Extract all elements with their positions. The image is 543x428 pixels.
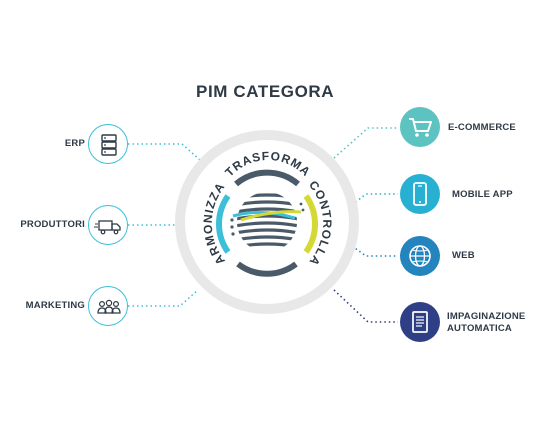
hub-arc-bottom bbox=[236, 261, 298, 277]
connector-mobile-app bbox=[351, 193, 398, 206]
node-label-marketing: MARKETING bbox=[25, 300, 85, 311]
connector-web bbox=[351, 245, 398, 257]
globe-icon bbox=[409, 245, 431, 267]
connector-impaginazione bbox=[333, 289, 398, 323]
node-mobile-app[interactable] bbox=[400, 174, 440, 214]
node-produttori[interactable] bbox=[88, 205, 128, 245]
node-impaginazione-automatica[interactable] bbox=[400, 302, 440, 342]
node-label-produttori: PRODUTTORI bbox=[20, 219, 85, 230]
node-ecommerce[interactable] bbox=[400, 107, 440, 147]
node-label-impaginazione-line1: IMPAGINAZIONE bbox=[447, 311, 526, 322]
hub-arc-right bbox=[303, 194, 318, 254]
node-label-erp: ERP bbox=[64, 138, 85, 149]
node-label-mobile-app: MOBILE APP bbox=[452, 189, 513, 200]
document-icon bbox=[412, 311, 428, 333]
node-label-impaginazione-automatica: IMPAGINAZIONE AUTOMATICA bbox=[447, 311, 525, 335]
connector-erp bbox=[128, 143, 201, 161]
node-label-impaginazione-line2: AUTOMATICA bbox=[447, 323, 512, 334]
hub-arc-left bbox=[216, 194, 231, 254]
connector-ecommerce bbox=[333, 127, 398, 159]
hub-arc-top bbox=[234, 169, 300, 187]
page-title: PIM CATEGORA bbox=[196, 82, 335, 101]
node-web[interactable] bbox=[400, 236, 440, 276]
people-group-icon bbox=[97, 299, 121, 314]
delivery-truck-icon bbox=[94, 220, 121, 235]
smartphone-icon bbox=[413, 182, 427, 206]
server-icon bbox=[101, 134, 117, 156]
node-erp[interactable] bbox=[88, 124, 128, 164]
shopping-cart-icon bbox=[409, 118, 432, 137]
node-marketing[interactable] bbox=[88, 286, 128, 326]
connector-marketing bbox=[128, 289, 199, 307]
node-label-web: WEB bbox=[452, 250, 475, 261]
node-label-ecommerce: E-COMMERCE bbox=[448, 122, 516, 133]
